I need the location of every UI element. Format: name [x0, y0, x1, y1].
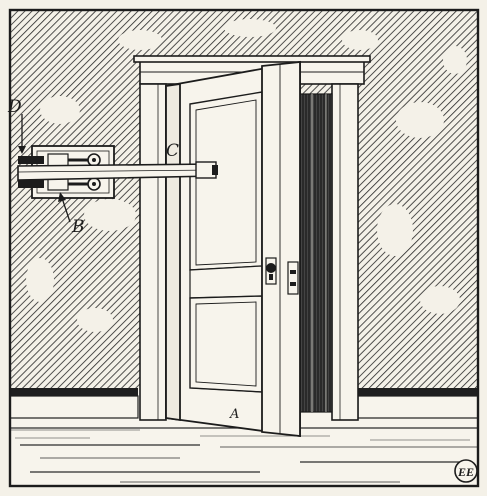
- label-b: B: [71, 217, 85, 237]
- ee-seal: EE: [455, 460, 477, 482]
- label-c: C: [166, 141, 179, 161]
- baseboard-right: [358, 388, 478, 418]
- strike-plate: [288, 262, 298, 294]
- ee-seal-text: EE: [457, 465, 474, 479]
- door-opening: [300, 94, 332, 412]
- baseboard-left: [10, 388, 138, 418]
- door-knob: [266, 258, 276, 284]
- door: [166, 62, 300, 436]
- label-a: A: [229, 407, 239, 422]
